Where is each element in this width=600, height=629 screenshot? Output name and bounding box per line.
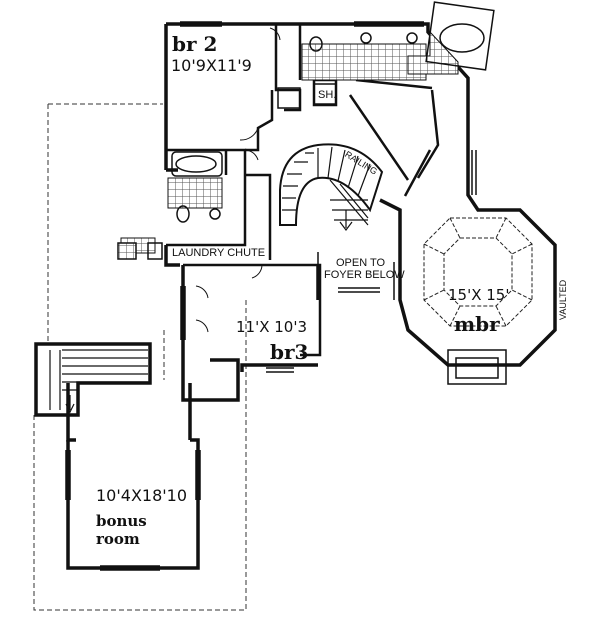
railing — [317, 252, 395, 300]
windows — [65, 21, 477, 571]
br3-size: 11'X 10'3 — [236, 318, 308, 336]
br2-title: br 2 — [172, 32, 218, 56]
open-to-foyer-line2: FOYER BELOW — [324, 269, 405, 281]
vaulted-label: VAULTED — [558, 279, 568, 320]
fireplace — [447, 349, 507, 385]
bonus-stair — [49, 349, 148, 414]
open-to-foyer-line1: OPEN TO — [336, 257, 386, 269]
bonus-room-title-line1: bonus — [96, 512, 147, 530]
bathtub — [171, 151, 223, 177]
sink-3 — [209, 208, 221, 220]
mbr-size: 15'X 15' — [448, 286, 510, 304]
spa-tub-basin — [439, 23, 485, 53]
bathtub-basin — [175, 155, 217, 173]
laundry-chute-label: LAUNDRY CHUTE — [172, 247, 266, 259]
shower-label: SH. — [318, 89, 337, 101]
bonus-room-title-line2: room — [96, 530, 140, 548]
sink-2 — [406, 32, 418, 44]
br2-size: 10'9X11'9 — [171, 56, 252, 75]
mbr-vaulted-ceiling — [423, 217, 533, 327]
bonus-room-size: 10'4X18'10 — [96, 486, 188, 505]
fixtures — [171, 1, 495, 223]
br3-title: br3 — [270, 340, 309, 364]
toilet — [176, 205, 190, 223]
sink-1 — [360, 32, 372, 44]
spa-tub — [425, 1, 495, 71]
mbr-title: mbr — [454, 312, 500, 336]
bath-tile-floors — [120, 30, 459, 254]
toilet-upper — [309, 36, 323, 52]
shower-stall — [313, 83, 337, 105]
door-swings — [195, 27, 281, 333]
main-staircase — [279, 143, 384, 231]
chimneys — [117, 87, 301, 260]
attic-outline — [33, 103, 247, 611]
